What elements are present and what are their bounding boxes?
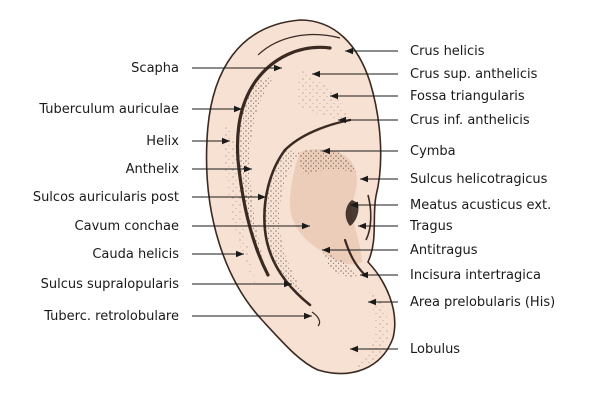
- label-lobulus: Lobulus: [410, 342, 460, 357]
- label-antitragus: Antitragus: [410, 243, 478, 258]
- leader-sulcus-helico-arrowhead: [360, 175, 368, 183]
- label-sulcos-post: Sulcos auricularis post: [33, 190, 179, 205]
- label-fossa: Fossa triangularis: [410, 89, 525, 104]
- leader-cymba-arrowhead: [322, 147, 330, 155]
- concha-shape: [289, 149, 362, 265]
- label-cymba: Cymba: [410, 144, 456, 159]
- helix-shading: [224, 120, 258, 290]
- leader-tuberculum-arrowhead: [234, 105, 242, 113]
- leader-cavum-arrowhead: [302, 222, 310, 230]
- lobule-stipple: [352, 285, 389, 368]
- leader-tragus-arrowhead: [358, 222, 366, 230]
- label-cavum: Cavum conchae: [75, 219, 179, 234]
- leader-crus-helicis-arrowhead: [345, 47, 353, 55]
- leader-cauda-arrowhead: [236, 250, 244, 258]
- label-tragus: Tragus: [409, 219, 453, 234]
- label-sulcus-supra: Sulcus supralopularis: [41, 277, 180, 292]
- label-crus-inf: Crus inf. anthelicis: [410, 113, 530, 128]
- leader-lines: [192, 47, 398, 353]
- leader-lobulus-arrowhead: [350, 345, 358, 353]
- label-crus-sup: Crus sup. anthelicis: [410, 67, 538, 82]
- label-anthelix: Anthelix: [126, 162, 180, 177]
- anthelix-stipple: [264, 150, 310, 305]
- helix-rim: [257, 33, 341, 56]
- leader-tuberc-retro-arrowhead: [304, 312, 312, 320]
- leader-sulcus-supra-arrowhead: [284, 280, 292, 288]
- label-scapha: Scapha: [131, 61, 179, 76]
- label-cauda: Cauda helicis: [92, 247, 179, 262]
- leader-crus-inf-arrowhead: [338, 116, 346, 124]
- label-tuberc-retro: Tuberc. retrolobulare: [43, 309, 179, 324]
- label-crus-helicis: Crus helicis: [410, 44, 485, 59]
- leader-anthelix-arrowhead: [244, 165, 252, 173]
- incisura-line: [343, 238, 367, 277]
- leader-antitragus-arrowhead: [322, 246, 330, 254]
- label-incisura: Incisura intertragica: [410, 268, 541, 283]
- leader-helix-arrowhead: [222, 137, 230, 145]
- label-area-prelob: Area prelobularis (His): [410, 295, 555, 310]
- fossa-shading: [296, 70, 350, 120]
- label-sulcus-helico: Sulcus helicotragicus: [410, 172, 548, 187]
- leader-fossa-arrowhead: [330, 92, 338, 100]
- antitragus-shape: [322, 250, 358, 278]
- concha-stipple: [299, 149, 356, 175]
- tuberc-retro-mark: [311, 311, 321, 327]
- leader-incisura-arrowhead: [360, 271, 368, 279]
- leader-meatus-arrowhead: [350, 201, 358, 209]
- leader-area-prelob-arrowhead: [368, 298, 376, 306]
- labels-left: Scapha Tuberculum auriculae Helix Anthel…: [33, 61, 179, 324]
- labels-right: Crus helicis Crus sup. anthelicis Fossa …: [409, 44, 555, 357]
- leader-sulcos-post-arrowhead: [258, 193, 266, 201]
- scapha-stipple: [237, 75, 275, 275]
- tragus-ridge: [365, 194, 372, 241]
- label-meatus: Meatus acusticus ext.: [410, 198, 551, 213]
- label-helix: Helix: [146, 134, 179, 149]
- leader-scapha-arrowhead: [274, 64, 282, 72]
- label-tuberculum: Tuberculum auriculae: [38, 102, 179, 117]
- leader-crus-sup-arrowhead: [312, 70, 320, 78]
